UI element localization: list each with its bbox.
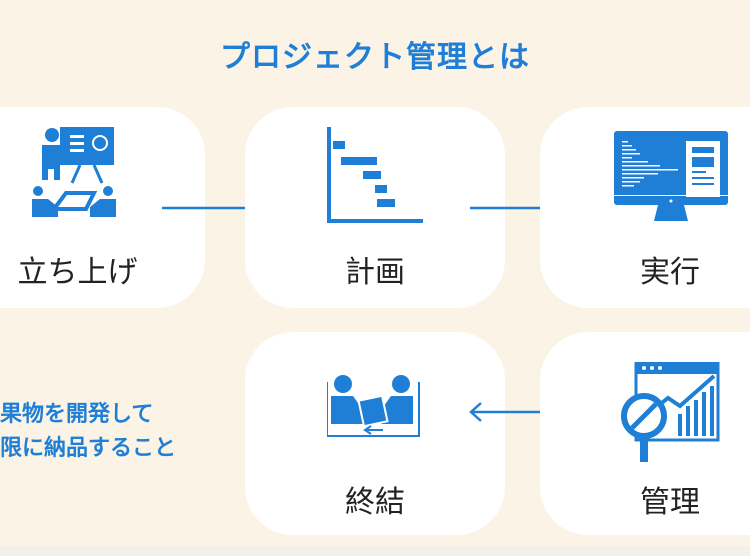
description-line-2: 限に納品すること (0, 436, 177, 461)
meeting-presentation-icon (32, 127, 116, 217)
step-card-execute: 実行 (540, 107, 750, 308)
monitor-code-icon (614, 131, 728, 221)
description-line-1: 果物を開発して (0, 402, 154, 427)
step-label-plan: 計画 (345, 255, 405, 290)
handover-document-icon (327, 375, 420, 437)
step-label-launch: 立ち上げ (17, 255, 138, 290)
step-label-control: 管理 (640, 485, 700, 520)
gantt-chart-icon (327, 127, 423, 223)
step-label-close: 終結 (345, 485, 405, 520)
step-card-plan: 計画 (245, 107, 505, 308)
page-title: プロジェクト管理とは (220, 40, 530, 75)
analytics-magnifier-icon (621, 362, 720, 462)
step-card-control: 管理 (540, 332, 750, 535)
footer-strip (0, 546, 750, 556)
description: 果物を開発して 限に納品すること (0, 398, 176, 466)
step-card-close: 終結 (245, 332, 505, 535)
step-label-execute: 実行 (640, 255, 700, 290)
